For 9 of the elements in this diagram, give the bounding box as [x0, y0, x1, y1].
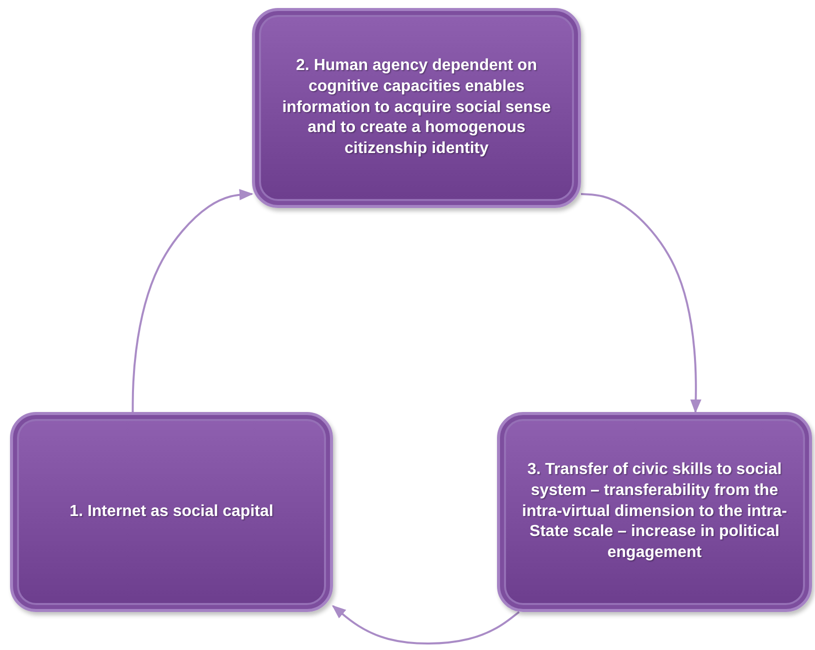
box-text: 2. Human agency dependent on cognitive capacities enables information to acquire social sense and to create a homogenous citizenship identity [281, 56, 552, 160]
box-text: 3. Transfer of civic skills to social system – transferability from the intra-virtual dimension to the intra-State scale – increase in political engagement [521, 460, 788, 564]
rounded-box [252, 8, 581, 208]
curved-arrow [132, 189, 254, 412]
rounded-box [10, 412, 333, 612]
curved-arrow [580, 193, 702, 414]
curved-arrow [332, 605, 520, 644]
box-text: 1. Internet as social capital [70, 502, 274, 522]
rounded-box [497, 412, 812, 612]
